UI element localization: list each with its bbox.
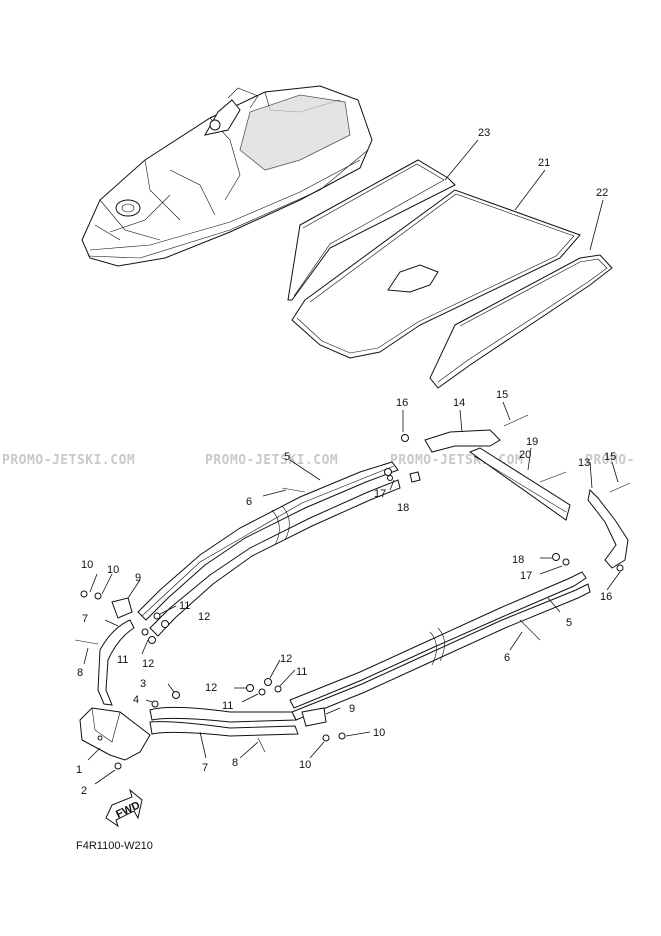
callout-11d: 11 [222, 700, 233, 712]
callout-22: 22 [596, 187, 608, 199]
leader-lines [83, 139, 621, 785]
rail-bow-left [97, 619, 135, 706]
callout-3: 3 [140, 678, 146, 690]
callout-11c: 11 [296, 666, 307, 678]
callout-18b: 18 [512, 554, 524, 566]
mat-21 [291, 189, 581, 359]
callout-5b: 5 [566, 617, 572, 629]
callout-20: 20 [519, 449, 531, 461]
rail-lower-front [149, 706, 299, 737]
callout-18: 18 [397, 502, 409, 514]
callout-5: 5 [284, 451, 290, 463]
callout-19: 19 [526, 436, 538, 448]
callout-6: 6 [246, 496, 252, 508]
rail-upper [137, 461, 401, 637]
callout-21: 21 [538, 157, 550, 169]
callout-7b: 7 [202, 762, 208, 774]
callout-14: 14 [453, 397, 465, 409]
watermark-4: PROMO- [585, 453, 635, 468]
callout-2: 2 [81, 785, 87, 797]
callout-12b: 12 [142, 658, 154, 670]
callout-11b: 11 [117, 654, 128, 666]
callout-10b: 10 [107, 564, 119, 576]
mat-23 [287, 159, 456, 301]
rail-lower-right [289, 571, 591, 721]
callout-7: 7 [82, 613, 88, 625]
bracket-9-lower [301, 707, 327, 727]
callout-12c: 12 [280, 653, 292, 665]
callout-10d: 10 [373, 727, 385, 739]
hardware [74, 414, 631, 770]
callout-16b: 16 [600, 591, 612, 603]
callout-6b: 6 [504, 652, 510, 664]
fwd-arrow: FWD [105, 788, 143, 828]
callout-12d: 12 [205, 682, 217, 694]
callout-9: 9 [135, 572, 141, 584]
watermark-2: PROMO-JETSKI.COM [205, 453, 338, 468]
callout-17: 17 [374, 488, 386, 500]
callout-10a: 10 [81, 559, 93, 571]
callout-13: 13 [578, 457, 590, 469]
mat-22 [429, 254, 613, 389]
bracket-9-left [111, 597, 133, 619]
callout-15b: 15 [604, 451, 616, 463]
callout-15: 15 [496, 389, 508, 401]
callout-4: 4 [133, 694, 139, 706]
callout-1: 1 [76, 764, 82, 776]
callout-16: 16 [396, 397, 408, 409]
callout-8: 8 [77, 667, 83, 679]
callout-12: 12 [198, 611, 210, 623]
figure-code: F4R1100-W210 [76, 840, 153, 852]
callout-8b: 8 [232, 757, 238, 769]
jetski-illustration [81, 85, 373, 267]
callout-23: 23 [478, 127, 490, 139]
callout-17b: 17 [520, 570, 532, 582]
callout-11: 11 [179, 600, 190, 612]
watermark-1: PROMO-JETSKI.COM [2, 453, 135, 468]
callout-10c: 10 [299, 759, 311, 771]
bumper-front [79, 707, 151, 761]
callout-9b: 9 [349, 703, 355, 715]
bracket-14 [424, 429, 501, 453]
callout-labels: 23 21 22 16 14 15 5 19 20 13 15 6 17 18 … [76, 127, 616, 797]
stern-rail-13 [587, 488, 629, 569]
